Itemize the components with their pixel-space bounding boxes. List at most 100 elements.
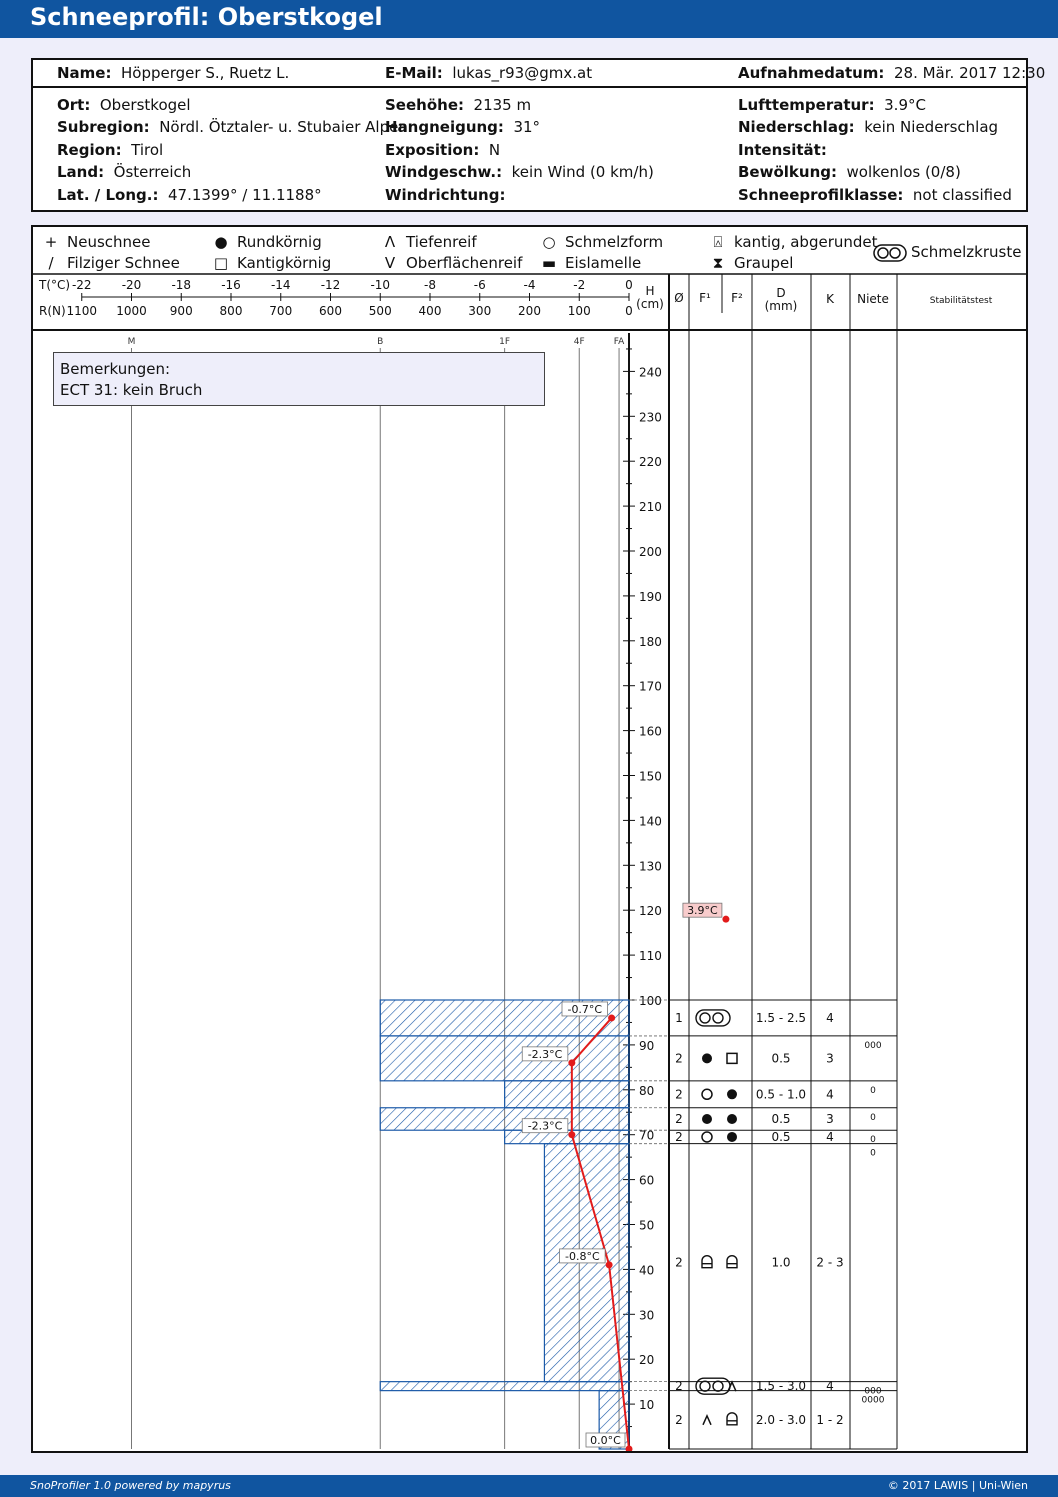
tiefenreif-icon: [727, 1380, 737, 1392]
height-tick-label: 180: [639, 635, 662, 649]
temperature-label: -2.3°C: [528, 1048, 563, 1061]
footer-copyright: © 2017 LAWIS | Uni-Wien: [887, 1479, 1028, 1492]
filziger-schnee-icon: /: [48, 254, 54, 272]
temperature-point: [722, 915, 730, 923]
tiefenreif-icon: Λ: [384, 233, 396, 251]
row-moisture: 2: [675, 1087, 683, 1101]
height-tick-label: 200: [639, 545, 662, 559]
legend-filziger: /Filziger Schnee: [41, 254, 179, 272]
r-tick-label: 1000: [116, 304, 147, 318]
subregion-field: Subregion: Nördl. Ötztaler- u. Stubaier …: [57, 118, 408, 136]
r-tick-label: 800: [220, 304, 243, 318]
row-moisture: 2: [675, 1112, 683, 1126]
row-grain-size: 0.5: [771, 1112, 790, 1126]
schmelzform-icon: [701, 1131, 713, 1143]
row-grain-size: 0.5 - 1.0: [756, 1087, 806, 1101]
bewoelkung-field: Bewölkung: wolkenlos (0/8): [738, 163, 961, 181]
height-tick-label: 80: [639, 1084, 654, 1098]
height-tick-label: 20: [639, 1353, 654, 1367]
legend-schmelzkruste: Schmelzkruste: [873, 243, 1021, 262]
t-tick-label: -22: [72, 278, 92, 292]
kantig_abgerundet-icon: [726, 1255, 738, 1269]
row-hardness: 4: [826, 1011, 834, 1025]
observer-field: Name: Höpperger S., Ruetz L.: [57, 64, 290, 82]
row-moisture: 2: [675, 1051, 683, 1065]
r-tick-label: 300: [468, 304, 491, 318]
height-tick-label: 60: [639, 1174, 654, 1188]
footer-bar: SnoProfiler 1.0 powered by mapyrus © 201…: [0, 1475, 1058, 1497]
row-niete: 000: [864, 1387, 881, 1397]
kantig-abgerundet-icon: ⍓: [713, 233, 723, 251]
t-tick-label: -6: [474, 278, 486, 292]
temperature-point: [625, 1445, 633, 1451]
layer-bar: [379, 1107, 630, 1131]
profile-info-panel: Name: Höpperger S., Ruetz L. E-Mail: luk…: [31, 58, 1045, 212]
windrichtung-field: Windrichtung:: [385, 186, 506, 204]
t-tick-label: -8: [424, 278, 436, 292]
t-tick-label: -14: [271, 278, 291, 292]
legend-rundkoernig: ●Rundkörnig: [211, 233, 321, 251]
row-grain-size: 0.5: [771, 1051, 790, 1065]
t-tick-label: -18: [171, 278, 191, 292]
schmelzkruste-icon: [873, 243, 907, 262]
row-niete: 0: [870, 1113, 876, 1123]
hardness-label: B: [377, 337, 383, 347]
row-moisture: 2: [675, 1379, 683, 1393]
email-field: E-Mail: lukas_r93@gmx.at: [385, 64, 593, 82]
row-niete: 000: [864, 1041, 881, 1051]
legend-schmelzform: ○Schmelzform: [539, 233, 663, 251]
r-tick-label: 1100: [66, 304, 97, 318]
t-tick-label: -20: [122, 278, 142, 292]
rundkoernig-icon: [727, 1113, 737, 1124]
row-hardness: 4: [826, 1130, 834, 1144]
layer-bar: [379, 1035, 630, 1082]
graupel-icon: ⧗: [712, 254, 724, 272]
legend-kantig-abgerundet: ⍓kantig, abgerundet: [708, 233, 877, 251]
t-tick-label: -12: [321, 278, 341, 292]
row-grain-size: 1.5 - 3.0: [756, 1379, 806, 1393]
height-tick-label: 210: [639, 500, 662, 514]
hardness-label: 1F: [499, 337, 510, 347]
row-hardness: 4: [826, 1087, 834, 1101]
temperature-point: [568, 1059, 576, 1067]
snow-profile-chart: T(°C)R(N)-221100-201000-18900-16800-1470…: [33, 273, 1026, 1451]
r-tick-label: 200: [518, 304, 541, 318]
row-hardness: 1 - 2: [816, 1413, 843, 1427]
temperature-label-box: [682, 902, 723, 918]
land-field: Land: Österreich: [57, 163, 192, 181]
row-hardness: 2 - 3: [816, 1256, 843, 1270]
rundkoernig-icon: [702, 1053, 712, 1064]
row-niete: 0: [870, 1135, 876, 1145]
schmelzkruste-icon: [695, 1377, 731, 1395]
temperature-label-box: [521, 1118, 569, 1134]
t-tick-label: -10: [370, 278, 390, 292]
r-tick-label: 400: [419, 304, 442, 318]
col-f1-header: F¹: [699, 291, 711, 305]
height-tick-label: 190: [639, 590, 662, 604]
height-tick-label: 110: [639, 949, 662, 963]
height-tick-label: 10: [639, 1398, 654, 1412]
schmelzform-icon: ○: [542, 233, 556, 251]
legend-neuschnee: +Neuschnee: [41, 233, 151, 251]
rundkoernig-icon: [727, 1131, 737, 1142]
latlong-field: Lat. / Long.: 47.1399° / 11.1188°: [57, 186, 322, 204]
kantig_abgerundet-icon: [726, 1412, 738, 1426]
height-tick-label: 220: [639, 455, 662, 469]
t-tick-label: 0: [625, 278, 633, 292]
tiefenreif-icon: [702, 1413, 712, 1426]
temperature-point: [608, 1014, 616, 1022]
intensitaet-field: Intensität:: [738, 141, 827, 159]
remarks-box: Bemerkungen: ECT 31: kein Bruch: [53, 352, 545, 406]
footer-credit: SnoProfiler 1.0 powered by mapyrus: [30, 1479, 231, 1492]
row-moisture: 2: [675, 1130, 683, 1144]
row-niete: 0: [870, 1086, 876, 1096]
r-tick-label: 600: [319, 304, 342, 318]
col-stability-header: Stabilitätstest: [930, 296, 993, 306]
schmelzform-icon: [701, 1088, 713, 1101]
col-grain-unit: (mm): [765, 299, 798, 313]
temperature-label: 3.9°C: [687, 904, 718, 917]
temperature-label: -0.8°C: [565, 1250, 600, 1263]
col-grain-header: D: [776, 286, 785, 300]
t-tick-label: -2: [573, 278, 585, 292]
